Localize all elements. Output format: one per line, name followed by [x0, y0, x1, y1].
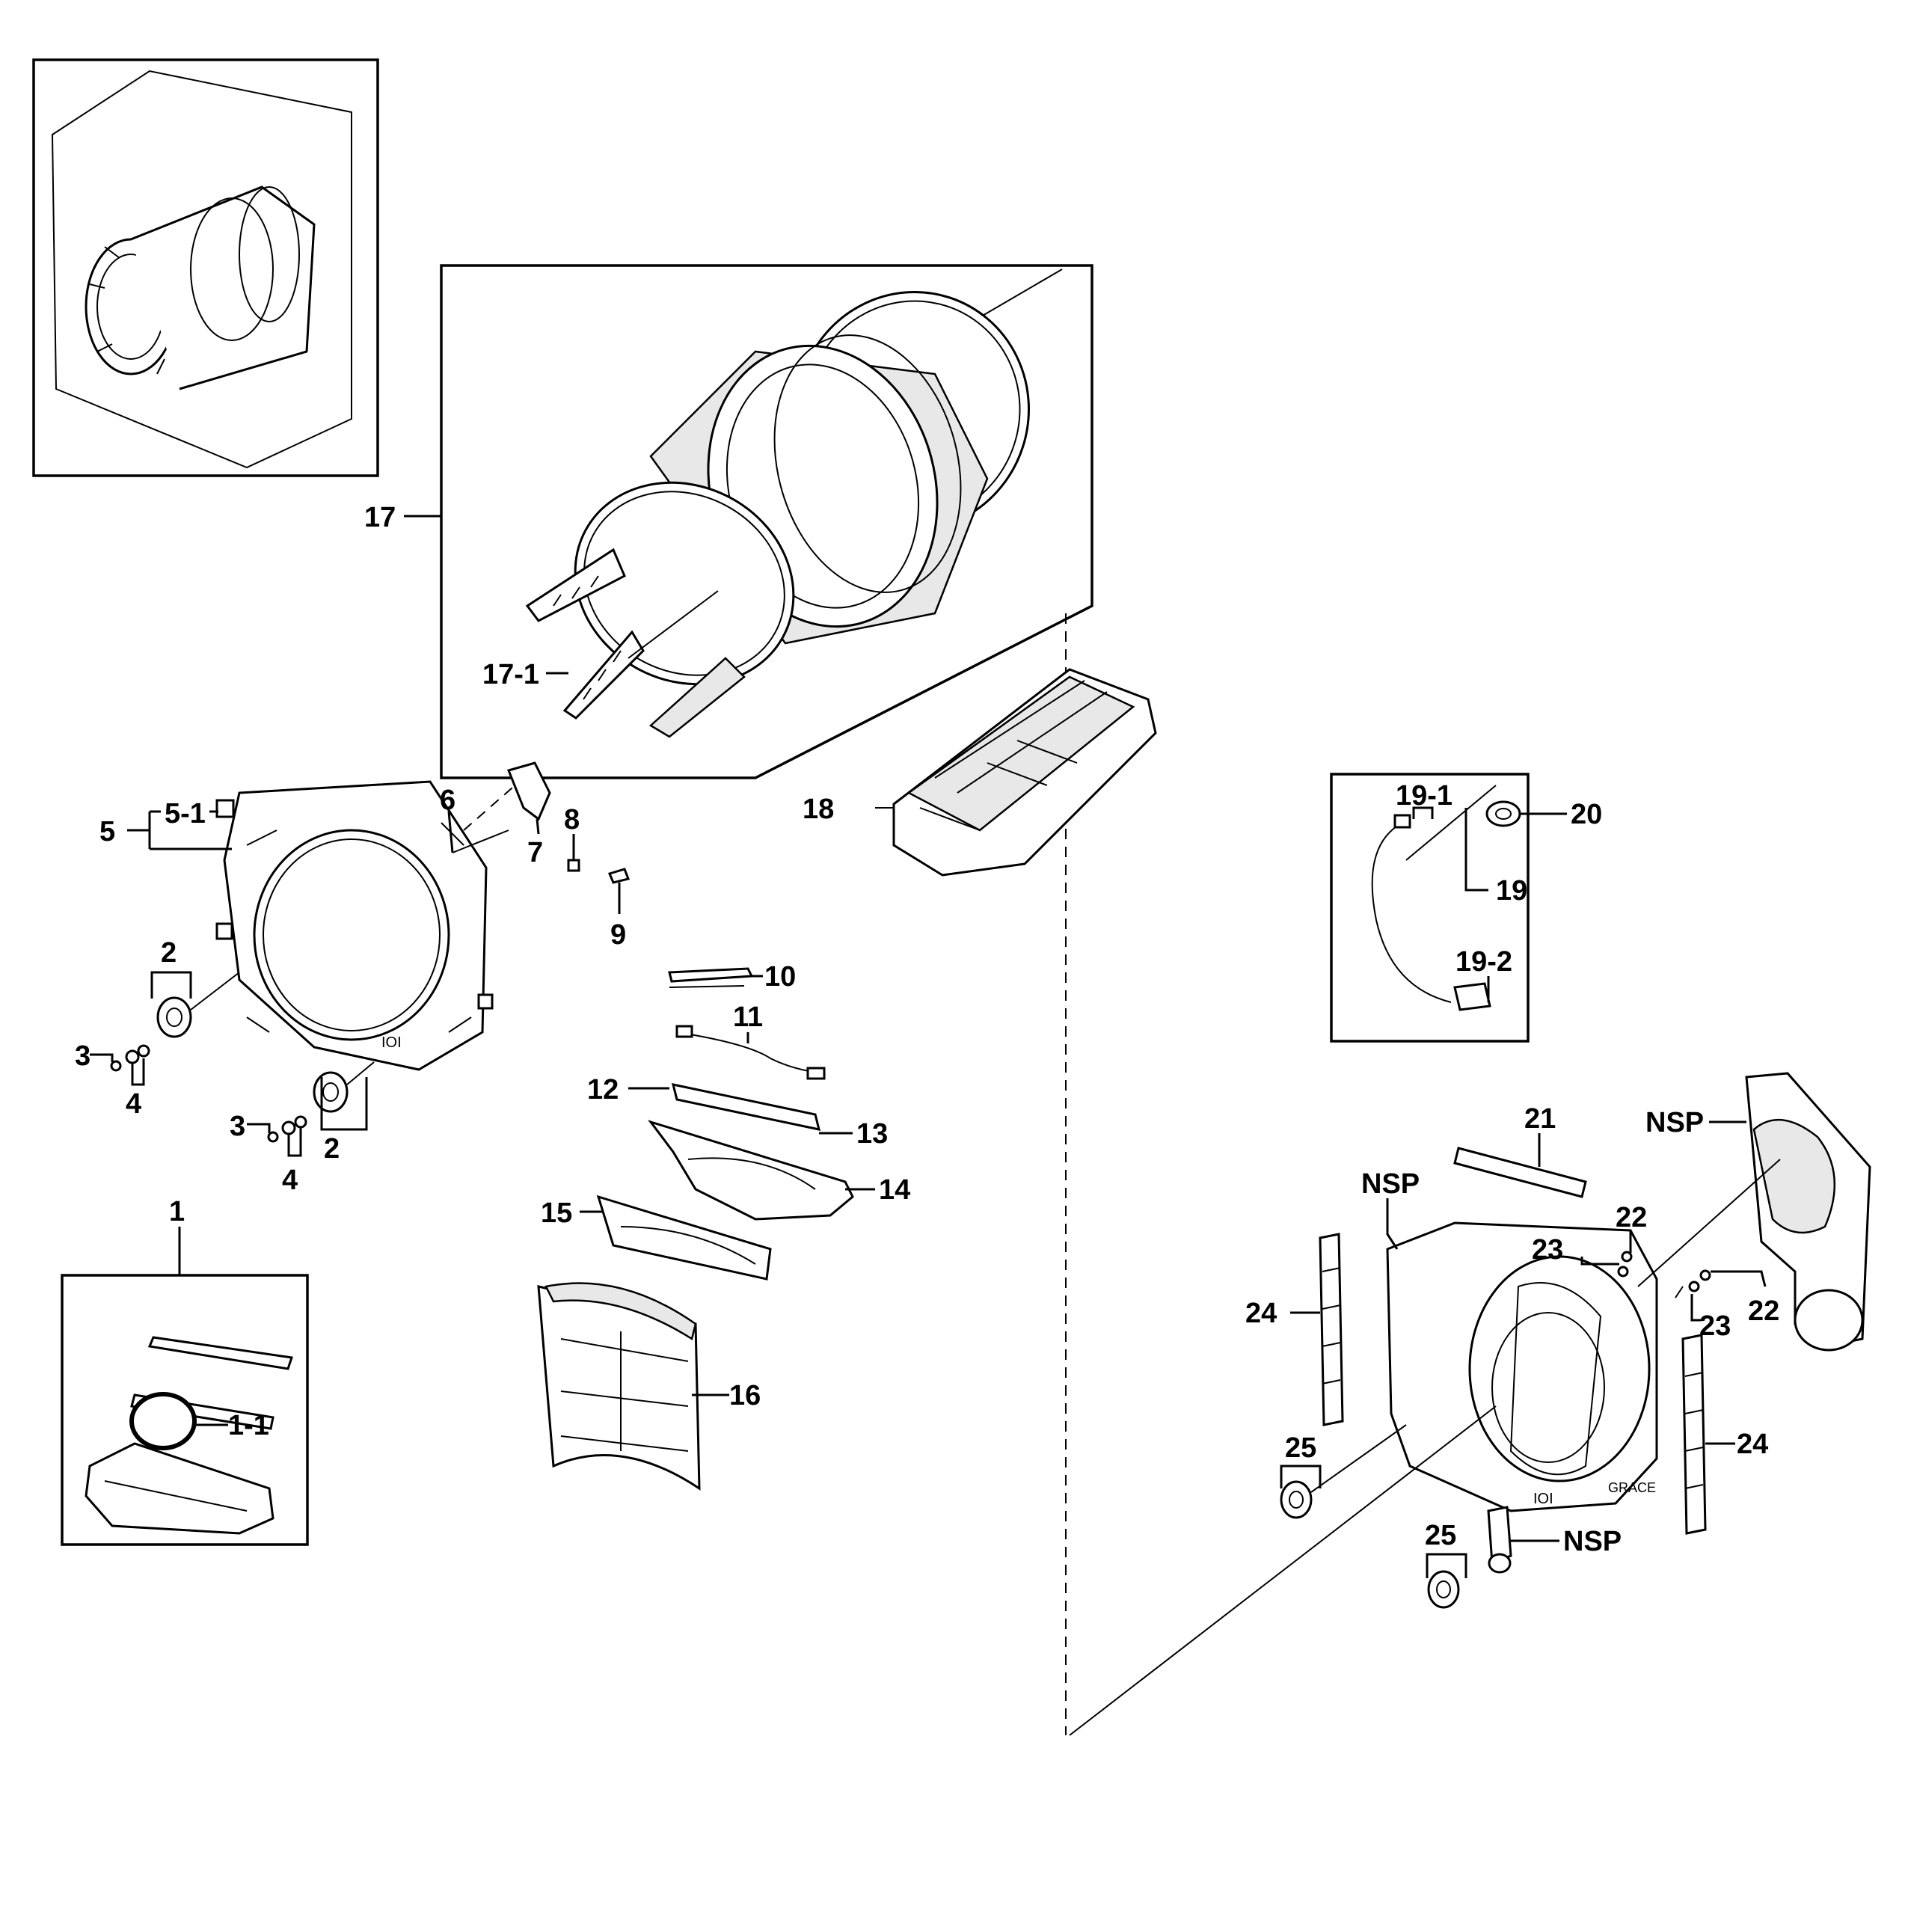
- part-16-lint-filter: [537, 1282, 701, 1491]
- label-17: 17: [364, 502, 396, 533]
- filter-housing: [875, 668, 1157, 877]
- label-14: 14: [879, 1174, 910, 1206]
- label-23-upper: 23: [1532, 1234, 1563, 1266]
- part-7: [506, 761, 551, 821]
- label-3-upper: 3: [75, 1040, 91, 1072]
- label-9: 9: [610, 919, 626, 951]
- label-1: 1: [169, 1196, 185, 1227]
- part-15: [596, 1195, 772, 1281]
- diagonal-reference-line: [1069, 1405, 1497, 1736]
- part-24-right: [1681, 1334, 1707, 1535]
- label-8: 8: [564, 804, 580, 835]
- part-11: [676, 1031, 823, 1074]
- label-24-left: 24: [1245, 1298, 1277, 1329]
- part-13: [671, 1083, 821, 1131]
- label-5: 5: [99, 816, 115, 847]
- label-16: 16: [729, 1380, 761, 1411]
- label-20: 20: [1571, 799, 1602, 830]
- duct-box: [61, 1274, 309, 1546]
- label-nsp-bottom: NSP: [1563, 1526, 1622, 1557]
- part-9: [607, 868, 631, 884]
- svg-text:IOI: IOI: [381, 1034, 402, 1051]
- label-11: 11: [733, 1002, 763, 1033]
- part-8: [567, 859, 580, 872]
- grace-stamp: GRACE: [1608, 1480, 1656, 1495]
- label-21: 21: [1524, 1103, 1556, 1135]
- label-22-upper: 22: [1616, 1202, 1647, 1233]
- label-4-lower: 4: [282, 1165, 298, 1196]
- label-2-lower: 2: [324, 1133, 340, 1165]
- roller-25-lower: [1427, 1570, 1460, 1609]
- part-24-left: [1319, 1233, 1344, 1426]
- part-21: [1453, 1147, 1587, 1198]
- label-15: 15: [541, 1197, 572, 1229]
- roller-25-upper: [1280, 1424, 1407, 1519]
- label-3-lower: 3: [230, 1111, 245, 1142]
- label-25-lower: 25: [1425, 1520, 1456, 1551]
- front-panel: IOI: [215, 780, 494, 1071]
- label-5-1: 5-1: [165, 798, 206, 829]
- label-4-upper: 4: [126, 1088, 141, 1120]
- label-1-1: 1-1: [228, 1410, 269, 1441]
- label-19-2: 19-2: [1455, 946, 1512, 978]
- label-12: 12: [587, 1074, 619, 1105]
- roller-lower: [313, 1061, 375, 1113]
- drum-assembly-box: [440, 264, 1093, 779]
- label-24-right: 24: [1737, 1429, 1768, 1460]
- exhaust-duct: [1745, 1072, 1871, 1352]
- roller-upper: [156, 972, 240, 1038]
- label-7: 7: [527, 837, 543, 868]
- label-nsp-top: NSP: [1645, 1107, 1704, 1138]
- label-25-upper: 25: [1285, 1432, 1316, 1464]
- label-19-1: 19-1: [1396, 780, 1452, 812]
- nsp-bottom-part: [1487, 1506, 1512, 1565]
- label-2-upper: 2: [161, 937, 177, 969]
- label-nsp-left: NSP: [1361, 1168, 1420, 1200]
- part-20: [1485, 800, 1521, 827]
- part-10: [668, 967, 754, 983]
- sensor-box: [1330, 773, 1530, 1043]
- label-18: 18: [803, 794, 834, 825]
- label-23-lower: 23: [1699, 1310, 1731, 1342]
- label-10: 10: [764, 961, 796, 993]
- label-19: 19: [1496, 875, 1527, 907]
- label-22-lower: 22: [1748, 1295, 1779, 1327]
- assembly-overview: [32, 58, 379, 477]
- rear-panel: GRACE IOI: [1386, 1221, 1658, 1512]
- svg-text:IOI: IOI: [1533, 1491, 1553, 1507]
- label-6: 6: [440, 785, 455, 816]
- label-13: 13: [856, 1118, 888, 1150]
- label-17-1: 17-1: [482, 659, 539, 690]
- part-14: [648, 1120, 854, 1221]
